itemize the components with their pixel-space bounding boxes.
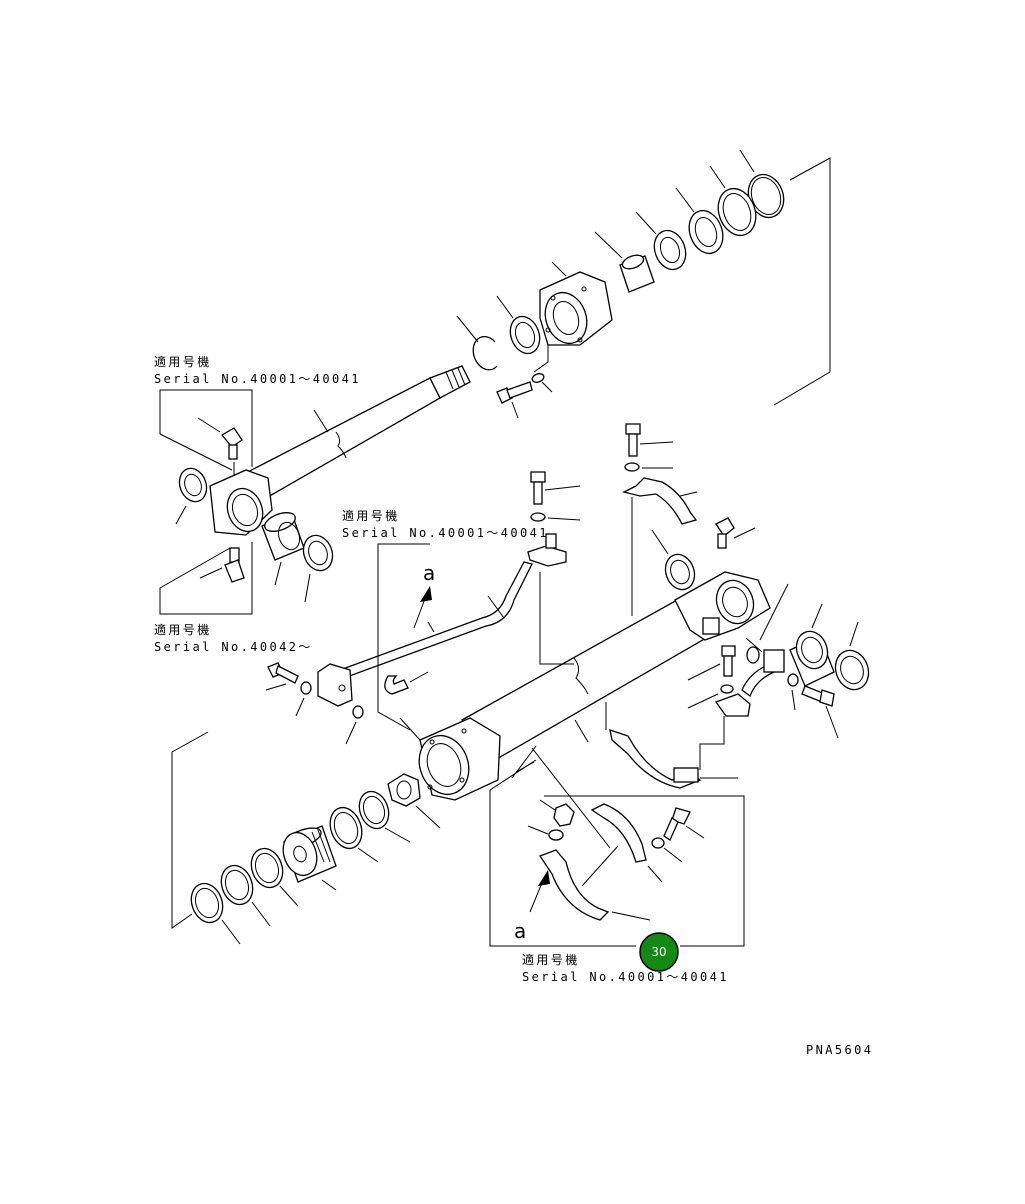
applicability-label-1: 適用号機: [154, 354, 212, 369]
piston-seal: [220, 864, 271, 927]
tube-head-flange: [399, 717, 501, 801]
o-ring: [739, 149, 785, 219]
rod-eye-dust-seal: [175, 467, 208, 525]
dust-seal: [496, 295, 541, 355]
rod-eye: [209, 469, 273, 536]
piston-ring-2: [329, 806, 379, 863]
piston-rod: [235, 365, 471, 506]
detail-box-grease-fitting-lower: [159, 542, 253, 615]
detail-ref-a-lower: a: [514, 919, 526, 943]
detail-clamp-nut: [539, 799, 575, 827]
pipe-elbow-block: [699, 649, 785, 770]
pipe-flange-bolt: [265, 662, 299, 691]
head-washer: [531, 373, 553, 393]
pipe-bracket-bolt: [530, 471, 581, 505]
serial-range-label-3: Serial No.40042～: [154, 640, 313, 654]
tube-bottom-dust-seal: [834, 621, 870, 691]
pipe-flange-o-ring: [345, 705, 364, 745]
pipe-bracket-washer: [530, 512, 581, 522]
clamp-bracket-washer: [687, 684, 734, 709]
detail-clamp-upper-half: [581, 803, 663, 887]
pipe-flange-block: [317, 663, 353, 707]
buffer-ring: [635, 211, 687, 271]
detail-box-grease-fitting-upper: [159, 389, 253, 476]
detail-ref-a-upper: a: [423, 561, 435, 585]
upper-assembly-frame: [773, 157, 831, 406]
applicability-label-3: 適用号機: [154, 622, 212, 637]
clevis-grease-fitting: [715, 517, 756, 549]
part-callout-badge[interactable]: 30: [639, 932, 679, 972]
detail-clamp-washer-2: [651, 837, 683, 863]
tube-bottom-seal: [746, 583, 789, 664]
pipe-flange-washer: [295, 681, 312, 717]
serial-range-label-2: Serial No.40001～40041: [342, 526, 549, 540]
piston-backup-ring: [190, 882, 241, 945]
piston-nut: [387, 773, 441, 829]
elbow-bolt: [801, 685, 839, 739]
cylinder-head: [533, 261, 613, 373]
serial-range-label-4: Serial No.40001～40041: [522, 970, 729, 984]
detail-box-pipe: [377, 543, 430, 731]
tube-bottom-bushing-upper: [651, 529, 696, 591]
drawing-code: PNA5604: [806, 1043, 873, 1057]
tube-clamp-upper: [622, 477, 698, 616]
detail-clamp-bolt: [663, 807, 705, 841]
rod-eye-seal: [302, 534, 334, 603]
tube-bottom-bushing: [789, 603, 835, 687]
detail-arrow-upper: [413, 586, 432, 629]
part-callout-number[interactable]: 30: [651, 945, 666, 959]
detail-clamp-lower-half: [539, 849, 651, 921]
backup-ring: [709, 165, 757, 237]
snap-ring: [456, 315, 498, 371]
piston-ring-1: [358, 790, 411, 843]
detail-box-clamp: [489, 745, 745, 947]
applicability-label-4: 適用号機: [522, 952, 580, 967]
tube-clamp-lower: [605, 702, 738, 789]
head-bolt: [496, 381, 533, 419]
hydraulic-pipe: [339, 561, 533, 679]
applicability-label-2: 適用号機: [342, 508, 400, 523]
elbow-washer: [787, 673, 799, 711]
detail-clamp-washer: [527, 825, 564, 841]
pipe-bracket: [527, 533, 574, 665]
bushing: [594, 231, 655, 293]
cylinder-bottom-clevis: [674, 571, 771, 653]
piston-wear-ring: [250, 847, 299, 907]
tube-clamp-upper-washer: [624, 462, 673, 472]
serial-range-label-1: Serial No.40001～40041: [154, 372, 361, 386]
tube-clamp-upper-bolt: [625, 423, 674, 457]
rod-seal: [675, 187, 724, 255]
clamp-bracket-bolt: [687, 645, 736, 681]
hose-fitting: [384, 671, 429, 695]
detail-arrow-lower: [529, 870, 550, 913]
piston: [282, 825, 337, 891]
lower-assembly-frame: [171, 731, 209, 929]
rod-eye-bushing: [261, 512, 305, 586]
